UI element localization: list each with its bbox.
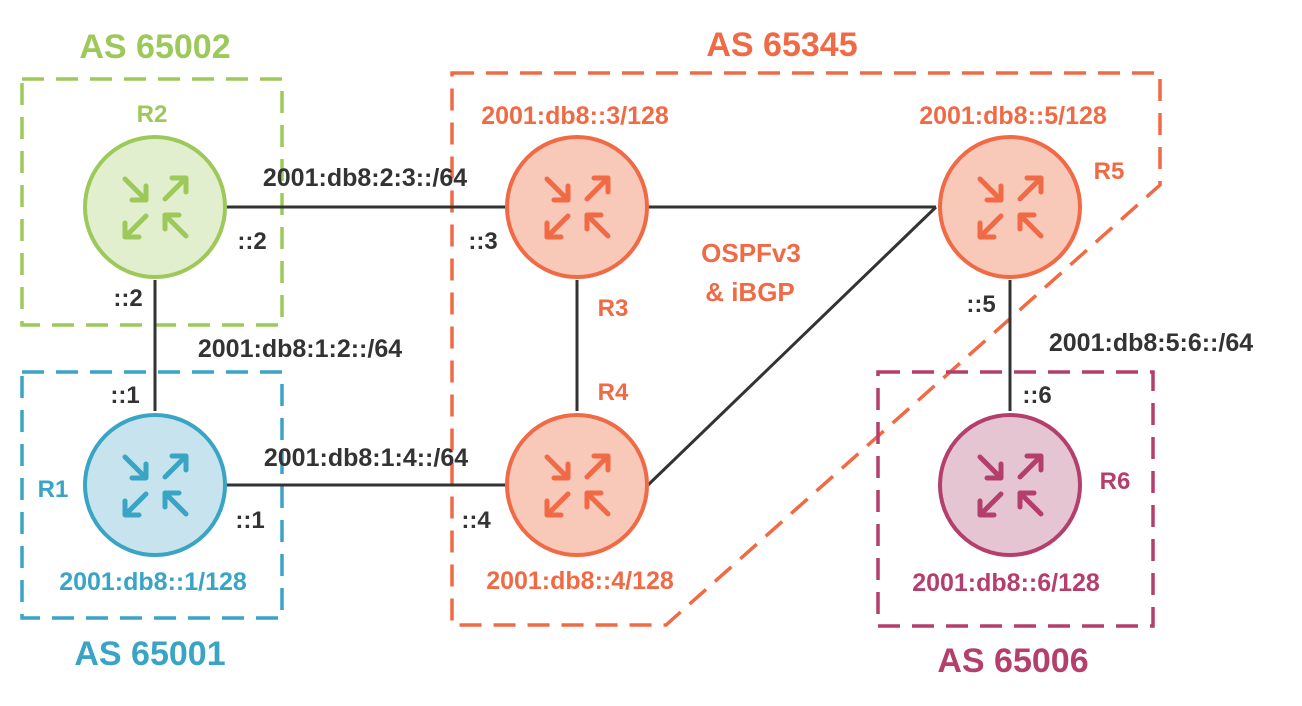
protocol-label-line1: OSPFv3: [701, 238, 801, 268]
as65006-boundary: [876, 370, 1155, 628]
router-r5-loopback: 2001:db8::5/128: [919, 102, 1107, 130]
as65001-label: AS 65001: [74, 635, 225, 673]
router-r4-loopback: 2001:db8::4/128: [486, 567, 674, 595]
router-r1-name: R1: [38, 476, 69, 503]
protocol-label-line2: & iBGP: [705, 277, 795, 307]
r1-interface-to-r4: ::1: [235, 507, 264, 534]
router-r2: [83, 135, 227, 279]
as65006-label: AS 65006: [937, 642, 1088, 680]
as65002-label: AS 65002: [79, 28, 230, 66]
router-r6: [938, 413, 1082, 557]
router-r3-loopback: 2001:db8::3/128: [481, 102, 669, 130]
router-r3: [505, 135, 649, 279]
router-r6-loopback: 2001:db8::6/128: [912, 569, 1100, 597]
r5-interface-to-r6: ::5: [966, 291, 995, 318]
as65001-boundary: [20, 370, 284, 620]
as65002-boundary: [20, 77, 284, 327]
link-r2-r3-network: 2001:db8:2:3::/64: [263, 164, 467, 192]
router-r2-name: R2: [137, 101, 168, 128]
link-r4-r5: [646, 205, 938, 487]
link-r5-r6-network: 2001:db8:5:6::/64: [1049, 329, 1253, 357]
router-r5-name: R5: [1094, 158, 1125, 185]
r6-interface-to-r5: ::6: [1022, 382, 1051, 409]
r3-interface-to-r2: ::3: [468, 228, 497, 255]
router-r3-name: R3: [598, 295, 629, 322]
r2-interface-to-r3: ::2: [237, 228, 266, 255]
router-r4-name: R4: [598, 379, 629, 406]
link-r1-r4-network: 2001:db8:1:4::/64: [264, 444, 468, 472]
router-r1-loopback: 2001:db8::1/128: [59, 568, 247, 596]
router-r4: [505, 413, 649, 557]
as65345-label: AS 65345: [706, 26, 857, 64]
link-r1-r2-network: 2001:db8:1:2::/64: [198, 335, 402, 363]
r1-interface-to-r2: ::1: [110, 382, 139, 409]
r2-interface-to-r1: ::2: [113, 285, 142, 312]
r4-interface-to-r1: ::4: [461, 507, 491, 534]
router-r6-name: R6: [1100, 468, 1131, 495]
router-r5: [938, 135, 1082, 279]
as65345-boundary: [450, 71, 1162, 627]
router-r1: [83, 413, 227, 557]
